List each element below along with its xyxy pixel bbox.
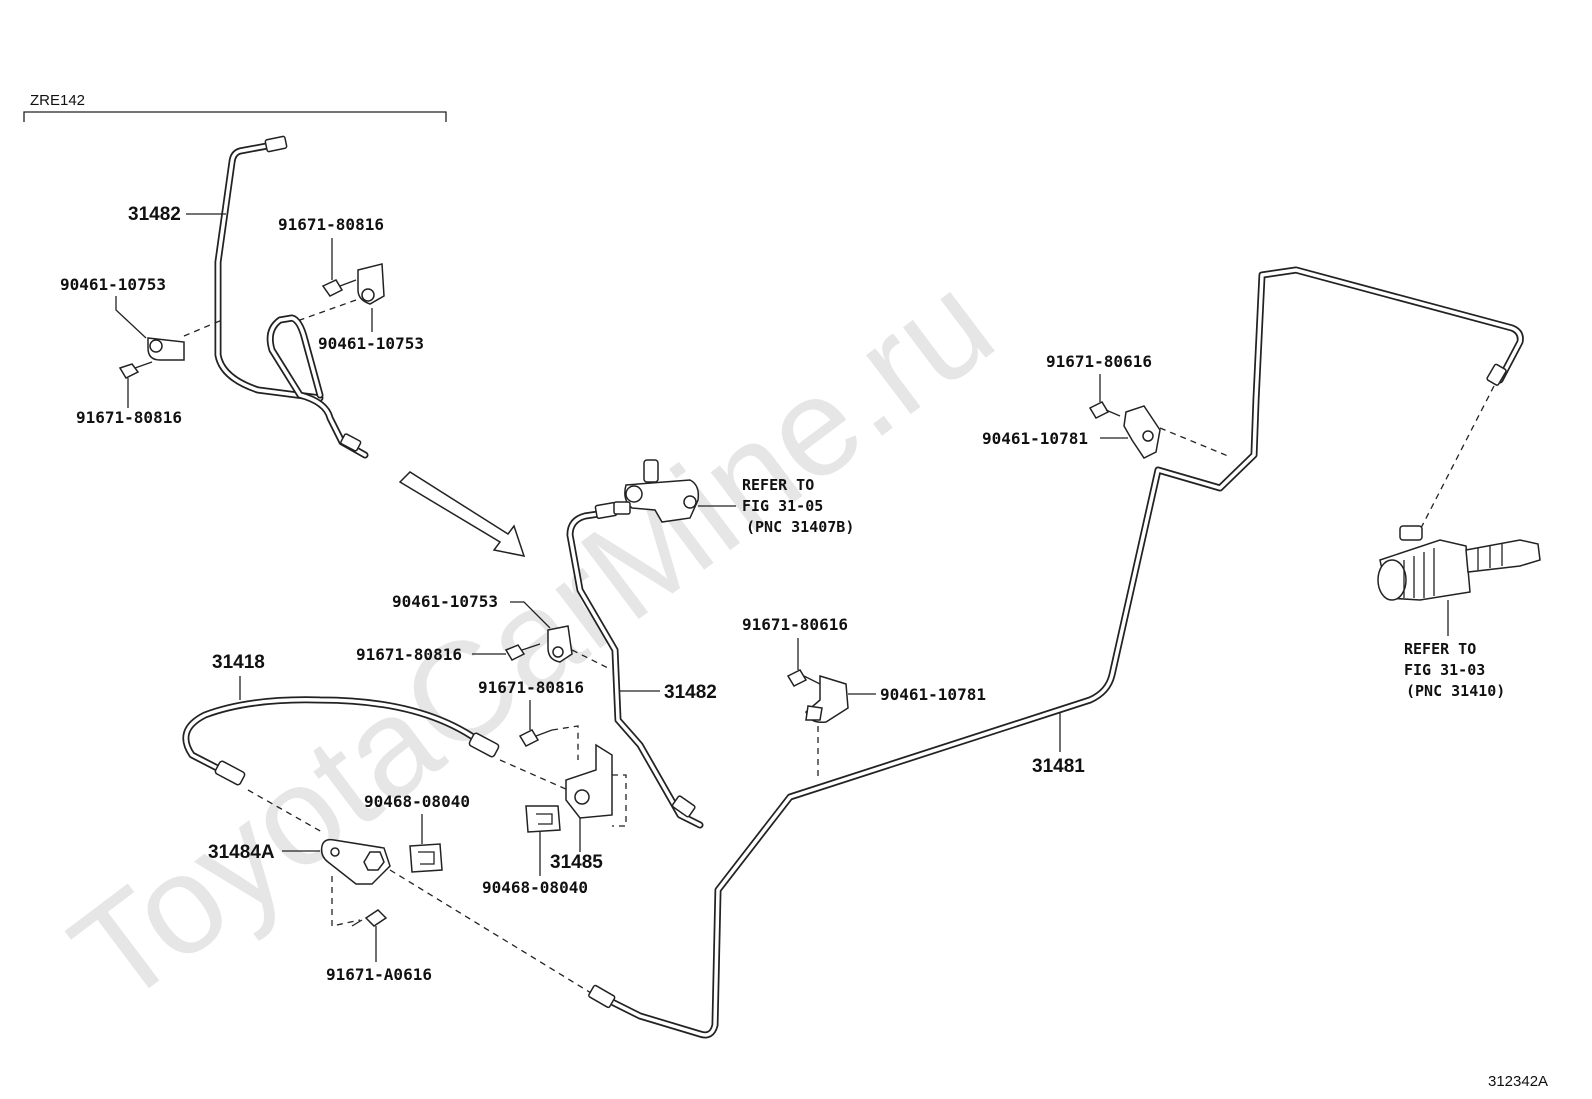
- dash: [299, 299, 357, 321]
- bolt-91671-80816-c[interactable]: [321, 279, 357, 297]
- clamp-90461-10753-mid[interactable]: [547, 625, 573, 663]
- bolt-91671-80816-lower[interactable]: [518, 729, 553, 747]
- callout-91671-a0616: 91671-A0616: [326, 965, 432, 984]
- clamp-90461-10781-lower[interactable]: [805, 674, 849, 724]
- clip-90468-08040-b[interactable]: [525, 805, 561, 833]
- hose-31418[interactable]: [182, 696, 500, 786]
- bolt-91671-80816-a[interactable]: [118, 361, 153, 379]
- refer-line-2: FIG 31-05: [742, 497, 823, 515]
- leader: [510, 601, 551, 629]
- pipe-31481[interactable]: [588, 266, 1524, 1039]
- callout-31485: 31485: [550, 852, 603, 873]
- valve-31407b[interactable]: [613, 459, 700, 523]
- clamp-90461-10753-a[interactable]: [147, 337, 185, 361]
- dash: [1159, 427, 1229, 457]
- bracket-31484a[interactable]: [320, 838, 391, 885]
- callout-31481: 31481: [1032, 756, 1085, 777]
- refer-note-fig-31-03[interactable]: REFER TO FIG 31-03 (PNC 31410): [1404, 640, 1505, 700]
- pipe-31482-top[interactable]: [214, 135, 369, 459]
- dash: [571, 649, 609, 669]
- callout-91671-80616-lower: 91671-80616: [742, 615, 848, 634]
- callout-31482-top: 31482: [128, 204, 181, 225]
- callout-90461-10781-upper: 90461-10781: [982, 429, 1088, 448]
- variant-label: ZRE142: [30, 92, 85, 109]
- bolt-91671-80816-mid[interactable]: [504, 643, 541, 661]
- bolt-91671-80616-upper[interactable]: [1088, 401, 1121, 419]
- master-cylinder-31410[interactable]: [1377, 525, 1541, 601]
- dash: [247, 789, 323, 833]
- refer-line-3: (PNC 31407B): [746, 518, 854, 536]
- clamp-90461-10753-b[interactable]: [357, 263, 385, 305]
- refer-line-3: (PNC 31410): [1406, 682, 1505, 700]
- callout-31482-mid: 31482: [664, 682, 717, 703]
- callout-90461-10753-c: 90461-10753: [318, 334, 424, 353]
- callout-91671-80816-b: 91671-80816: [76, 408, 182, 427]
- callout-91671-80816-lower: 91671-80816: [478, 678, 584, 697]
- callout-91671-80616-upper: 91671-80616: [1046, 352, 1152, 371]
- callout-90461-10781-lower: 90461-10781: [880, 685, 986, 704]
- dash: [499, 759, 569, 791]
- callout-90461-10753-a: 90461-10753: [60, 275, 166, 294]
- refer-line-1: REFER TO: [742, 476, 814, 494]
- clip-90468-08040-a[interactable]: [409, 843, 443, 873]
- direction-arrow: [398, 471, 526, 557]
- callout-31418: 31418: [212, 652, 265, 673]
- dash: [183, 319, 223, 337]
- clamp-90461-10781-upper[interactable]: [1123, 405, 1161, 459]
- dash: [1419, 385, 1495, 531]
- dash: [389, 869, 597, 997]
- dash: [612, 774, 627, 827]
- callout-90468-08040-a: 90468-08040: [364, 792, 470, 811]
- bracket-31485[interactable]: [565, 743, 613, 819]
- leader: [115, 296, 147, 339]
- callout-90461-10753-mid: 90461-10753: [392, 592, 498, 611]
- callout-31484a: 31484A: [208, 842, 275, 863]
- callout-90468-08040-b: 90468-08040: [482, 878, 588, 897]
- callout-91671-80816-a: 91671-80816: [278, 215, 384, 234]
- bolt-91671-a0616[interactable]: [351, 909, 388, 927]
- dash: [331, 876, 361, 927]
- refer-line-2: FIG 31-03: [1404, 661, 1485, 679]
- refer-line-1: REFER TO: [1404, 640, 1476, 658]
- bolt-91671-80616-lower[interactable]: [786, 669, 821, 687]
- refer-note-fig-31-05[interactable]: REFER TO FIG 31-05 (PNC 31407B): [742, 476, 854, 536]
- figure-code: 312342A: [1488, 1073, 1548, 1090]
- variant-bracket: [23, 111, 447, 122]
- pipe-31482-mid[interactable]: [566, 501, 704, 829]
- callout-91671-80816-mid: 91671-80816: [356, 645, 462, 664]
- dash: [551, 725, 579, 760]
- watermark: ToyotaCarMine.ru: [44, 244, 1021, 1034]
